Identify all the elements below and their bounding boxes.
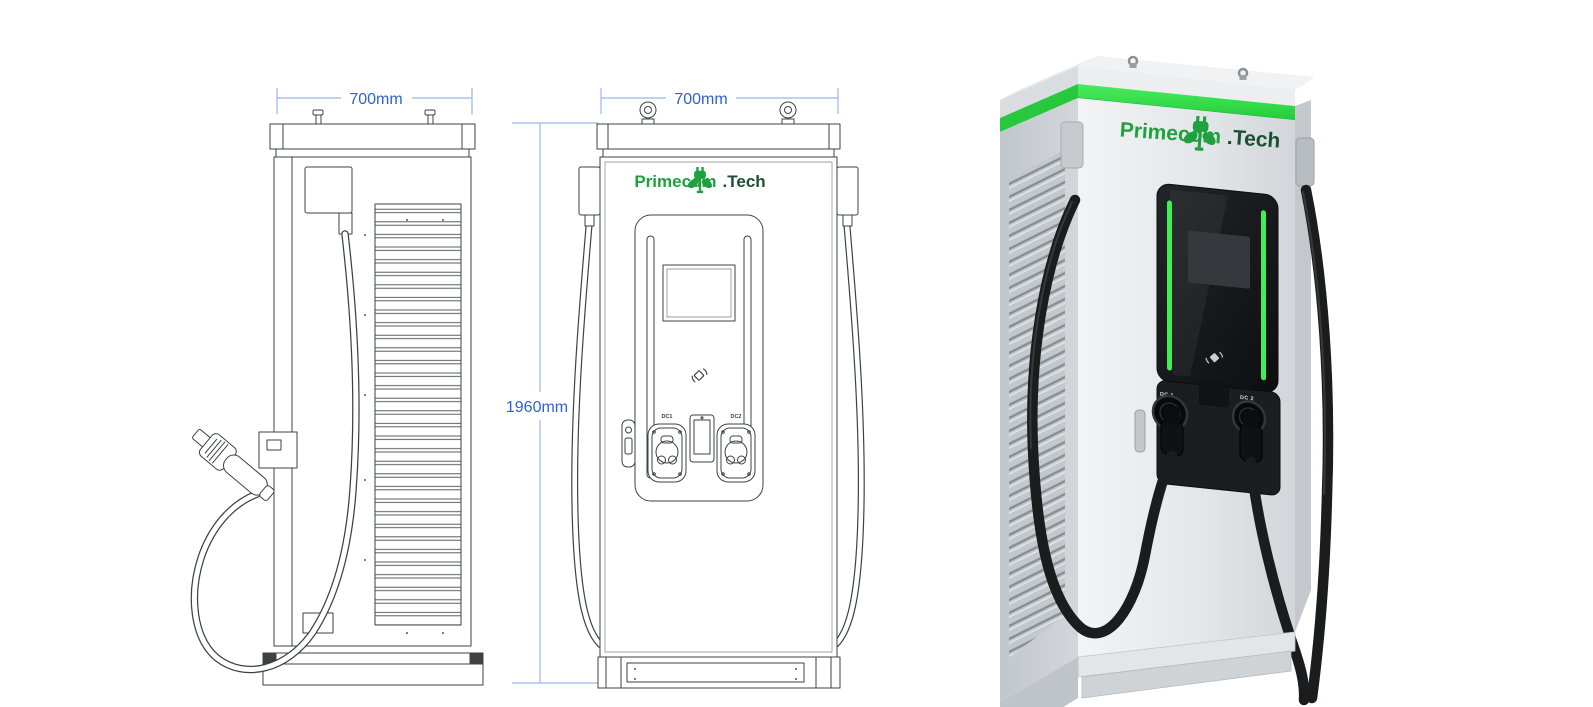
front-base-pedestal: [597, 656, 841, 689]
side-cabinet-outline: [262, 109, 484, 686]
render-cable-highlights: [1029, 191, 1327, 495]
front-dc2-label: DC2: [730, 414, 741, 420]
product-render: DC 1 DC 2: [1000, 55, 1334, 707]
side-base-pedestal: [262, 652, 484, 686]
side-view-drawing: 700mm: [190, 88, 484, 686]
connector-holster-dc2: [716, 423, 756, 483]
brand-logo-render: Primecom.Tech: [1098, 99, 1302, 173]
cable-hanger-left: [1060, 121, 1084, 169]
plug-leaf-icon: [687, 167, 713, 194]
front-width-dimension-lines: [600, 88, 839, 114]
front-height-dimension: 1960mm: [506, 399, 568, 416]
render-base-pedestal: [1000, 631, 1296, 707]
display-panel-bezel: [634, 214, 764, 502]
screen: [1188, 230, 1250, 289]
side-switch: [621, 419, 636, 468]
card-reader: [689, 414, 715, 463]
lifting-bolt-icon: [312, 109, 436, 125]
side-connector-gun: [192, 429, 298, 501]
contactless-card-icon: [691, 368, 708, 383]
plug-leaf-icon: [1183, 115, 1216, 151]
side-width-dimension-lines: [276, 88, 473, 114]
render-top-cap: [1000, 55, 1315, 118]
connector-holster-dc1: [647, 423, 687, 483]
led-strip-right: [1261, 210, 1266, 381]
brand-logo-front: Primecom.Tech: [617, 163, 783, 201]
door-handle: [1134, 409, 1146, 453]
front-view-drawing: 700mm 1960mm: [506, 88, 865, 689]
render-right-edge: [1295, 100, 1311, 632]
rivet-dots: [364, 219, 444, 634]
louver-vent-panel: [374, 203, 462, 626]
lifting-hook-icon: [1127, 55, 1249, 80]
side-width-dimension: 700mm: [349, 91, 402, 108]
led-strip-left: [1167, 200, 1172, 371]
side-charging-cable: [190, 230, 360, 674]
brand-suffix: .Tech: [722, 172, 766, 191]
front-cabinet-outline: [578, 101, 859, 658]
front-width-dimension: 700mm: [674, 91, 727, 108]
front-connector-bay: [597, 414, 841, 689]
render-dc2-label: DC 2: [1240, 395, 1254, 402]
render-cables: [1027, 184, 1334, 706]
front-height-dimension-lines: [512, 122, 598, 684]
render-front-panels: DC 1 DC 2: [1151, 183, 1281, 496]
brand-suffix: .Tech: [1226, 125, 1282, 153]
screen: [662, 264, 736, 322]
contactless-card-icon: [1205, 351, 1224, 364]
front-dc1-label: DC1: [661, 414, 672, 420]
